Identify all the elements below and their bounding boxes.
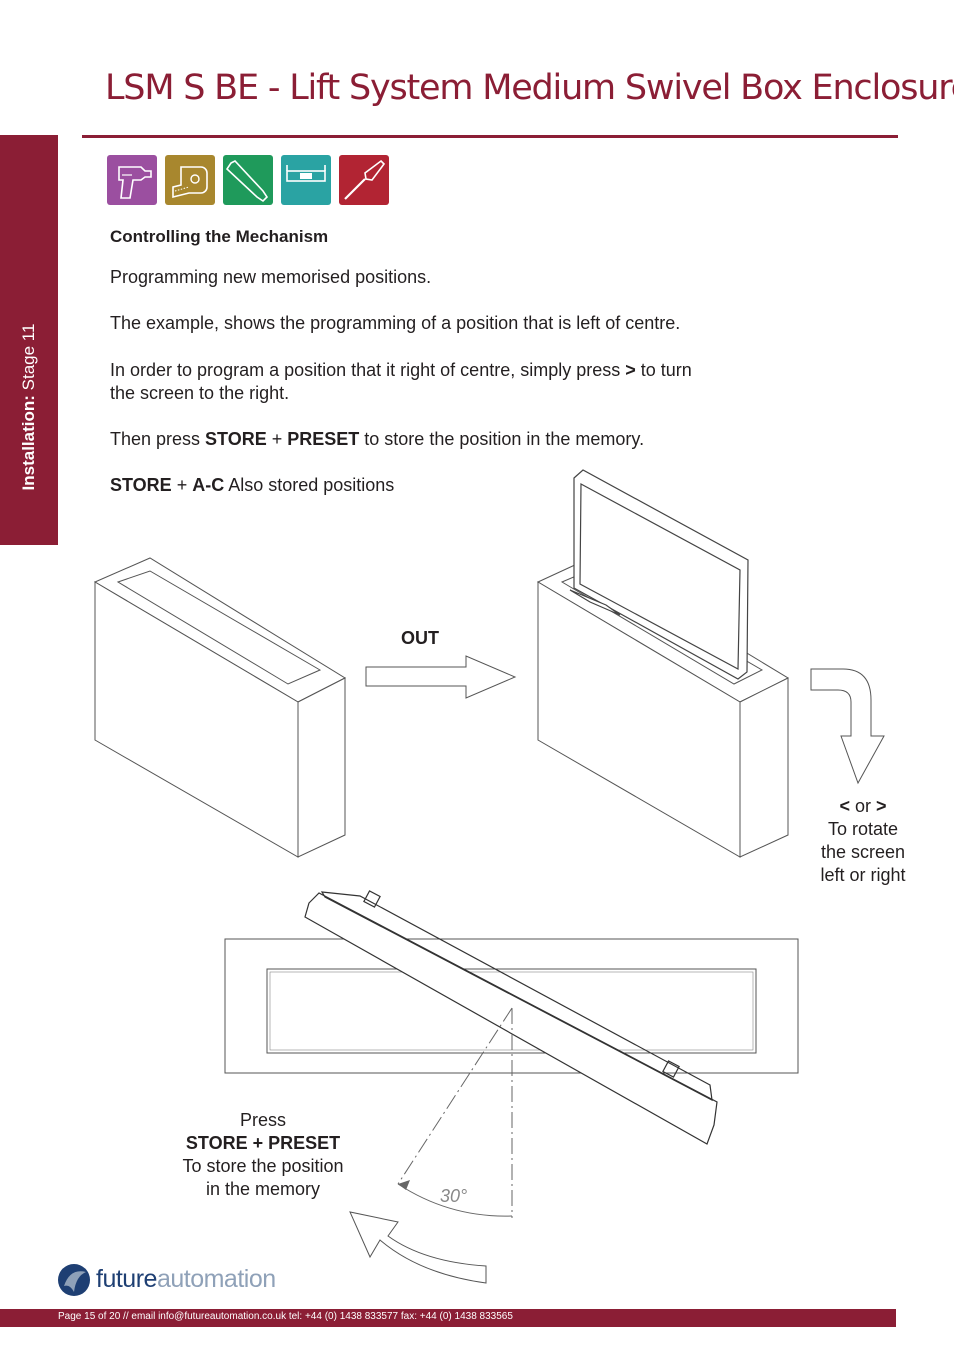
allen-key-icon: [223, 155, 273, 205]
spirit-level-icon: [281, 155, 331, 205]
text: the screen: [820, 842, 906, 862]
out-arrow: [365, 655, 517, 699]
enclosure-closed: [93, 557, 347, 858]
text: In order to program a position that it r…: [110, 360, 626, 380]
key-left: <: [839, 796, 850, 816]
angle-guides: [397, 1007, 513, 1218]
text: in the memory: [205, 1179, 321, 1199]
page-title: LSM S BE - Lift System Medium Swivel Box…: [105, 68, 954, 108]
paragraph-store-ac: STORE + A-C Also stored positions: [110, 474, 394, 497]
out-label: OUT: [401, 628, 439, 648]
text: to turn: [635, 360, 692, 380]
tv-screen-raised: [569, 469, 749, 680]
paragraph-intro: Programming new memorised positions.: [110, 267, 432, 287]
key-store: STORE: [205, 429, 267, 449]
section-heading: Controlling the Mechanism: [110, 227, 329, 246]
paragraph-right-of-centre: In order to program a position that it r…: [110, 359, 692, 405]
logo-mark-icon: [58, 1264, 90, 1296]
text: Then press: [110, 429, 206, 449]
swivel-arrow: [349, 1211, 487, 1284]
text: or: [849, 796, 876, 816]
logo-part-1: future: [96, 1265, 157, 1293]
section-side-tab: Installation: Stage 11: [0, 135, 58, 545]
key-store: STORE: [110, 475, 172, 495]
angle-arc: [397, 1183, 513, 1217]
logo-wordmark: futureautomation: [96, 1265, 276, 1294]
tv-screen-rotated: [304, 890, 718, 1145]
angle-arc-head: [398, 1180, 410, 1190]
drill-icon: [107, 155, 157, 205]
rotate-arrow: [810, 668, 885, 785]
key-right: >: [876, 796, 887, 816]
text: Also stored positions: [224, 475, 395, 495]
company-logo: futureautomation: [56, 1262, 296, 1302]
title-divider: [82, 135, 898, 138]
screwdriver-icon: [339, 155, 389, 205]
text: to store the position in the memory.: [359, 429, 645, 449]
logo-part-2: automation: [156, 1265, 276, 1293]
key-preset: PRESET: [287, 429, 360, 449]
footer-contact: Page 15 of 20 // email info@futureautoma…: [58, 1311, 513, 1322]
paragraph-example: The example, shows the programming of a …: [110, 313, 681, 333]
enclosure-opening: [266, 968, 757, 1054]
text: To store the position: [182, 1156, 344, 1176]
angle-label: 30°: [440, 1186, 467, 1206]
footer-bar: Page 15 of 20 // email info@futureautoma…: [0, 1309, 896, 1327]
rotate-instruction: < or > To rotate the screen left or righ…: [808, 795, 918, 887]
key-right: >: [625, 360, 636, 380]
paragraph-store-preset: Then press STORE + PRESET to store the p…: [110, 428, 644, 451]
text: left or right: [820, 865, 906, 885]
text: Press: [239, 1110, 286, 1130]
text: the screen to the right.: [110, 383, 290, 403]
text: To rotate: [827, 819, 899, 839]
tape-measure-icon: [165, 155, 215, 205]
press-instruction: Press STORE + PRESET To store the positi…: [168, 1109, 358, 1201]
text: +: [266, 429, 288, 449]
key-ac: A-C: [192, 475, 225, 495]
key-store-preset: STORE + PRESET: [185, 1133, 341, 1153]
text: +: [171, 475, 193, 495]
